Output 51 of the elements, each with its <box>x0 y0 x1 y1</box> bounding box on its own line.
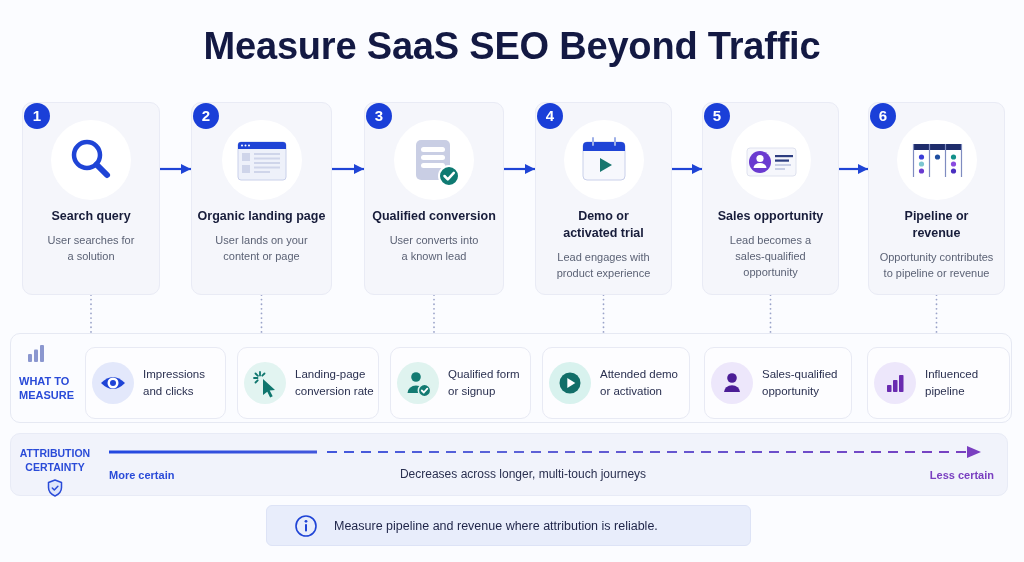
step-heading: Sales opportunity <box>716 208 825 225</box>
step-description: User searches for a solution <box>46 233 136 264</box>
metric-label: Impressions and clicks <box>143 367 206 399</box>
step-heading: Qualified conversion <box>371 208 497 225</box>
arrow <box>332 164 364 174</box>
step-heading: Search query <box>50 208 132 225</box>
metric-label: Influenced pipeline <box>925 367 980 399</box>
step-number-badge: 2 <box>193 103 219 129</box>
metric-label: Attended demo or activation <box>600 367 679 399</box>
metric-card <box>704 347 852 419</box>
metric-card <box>85 347 226 419</box>
step-card <box>702 102 839 295</box>
step-heading: Pipeline or revenue <box>903 208 970 242</box>
step-description: Lead engages with product experience <box>555 250 652 281</box>
metric-label: Sales-qualified opportunity <box>762 367 839 399</box>
diagram-title: Measure SaaS SEO Beyond Traffic <box>203 24 821 68</box>
step-number-badge: 6 <box>870 103 896 129</box>
section-label: WHAT TO MEASURE <box>19 374 75 402</box>
step-number-badge: 1 <box>24 103 50 129</box>
note-box <box>266 505 751 546</box>
section-label: ATTRIBUTION CERTAINTY <box>18 446 92 474</box>
metric-label: Qualified form or signup <box>448 367 521 399</box>
scale-caption: Decreases across longer, multi-touch journeys <box>399 467 647 482</box>
metric-card <box>237 347 379 419</box>
step-description: User lands on your content or page <box>214 233 309 264</box>
note-text: Measure pipeline and revenue where attribution is reliable. <box>334 517 658 534</box>
step-card <box>868 102 1005 295</box>
arrow <box>839 164 868 174</box>
step-number-badge: 3 <box>366 103 392 129</box>
arrow <box>504 164 535 174</box>
arrow <box>160 164 191 174</box>
step-heading: Demo or activated trial <box>562 208 645 242</box>
step-card <box>535 102 672 295</box>
step-description: Opportunity contributes to pipeline or revenue <box>878 250 995 281</box>
metrics-panel <box>10 333 1012 423</box>
step-description: User converts into a known lead <box>388 233 480 264</box>
metric-label: Landing-page conversion rate <box>295 367 375 399</box>
scale-start-label: More certain <box>109 468 175 482</box>
step-card <box>22 102 160 295</box>
step-number-badge: 5 <box>704 103 730 129</box>
metric-card <box>542 347 690 419</box>
step-description: Lead becomes a sales-qualified opportunity <box>728 233 813 280</box>
step-card <box>364 102 504 295</box>
arrow <box>672 164 702 174</box>
scale-end-label: Less certain <box>929 468 994 482</box>
metric-card <box>867 347 1010 419</box>
step-heading: Organic landing page <box>196 208 327 225</box>
step-card <box>191 102 332 295</box>
metric-card <box>390 347 531 419</box>
step-number-badge: 4 <box>537 103 563 129</box>
attribution-band <box>10 433 1008 496</box>
